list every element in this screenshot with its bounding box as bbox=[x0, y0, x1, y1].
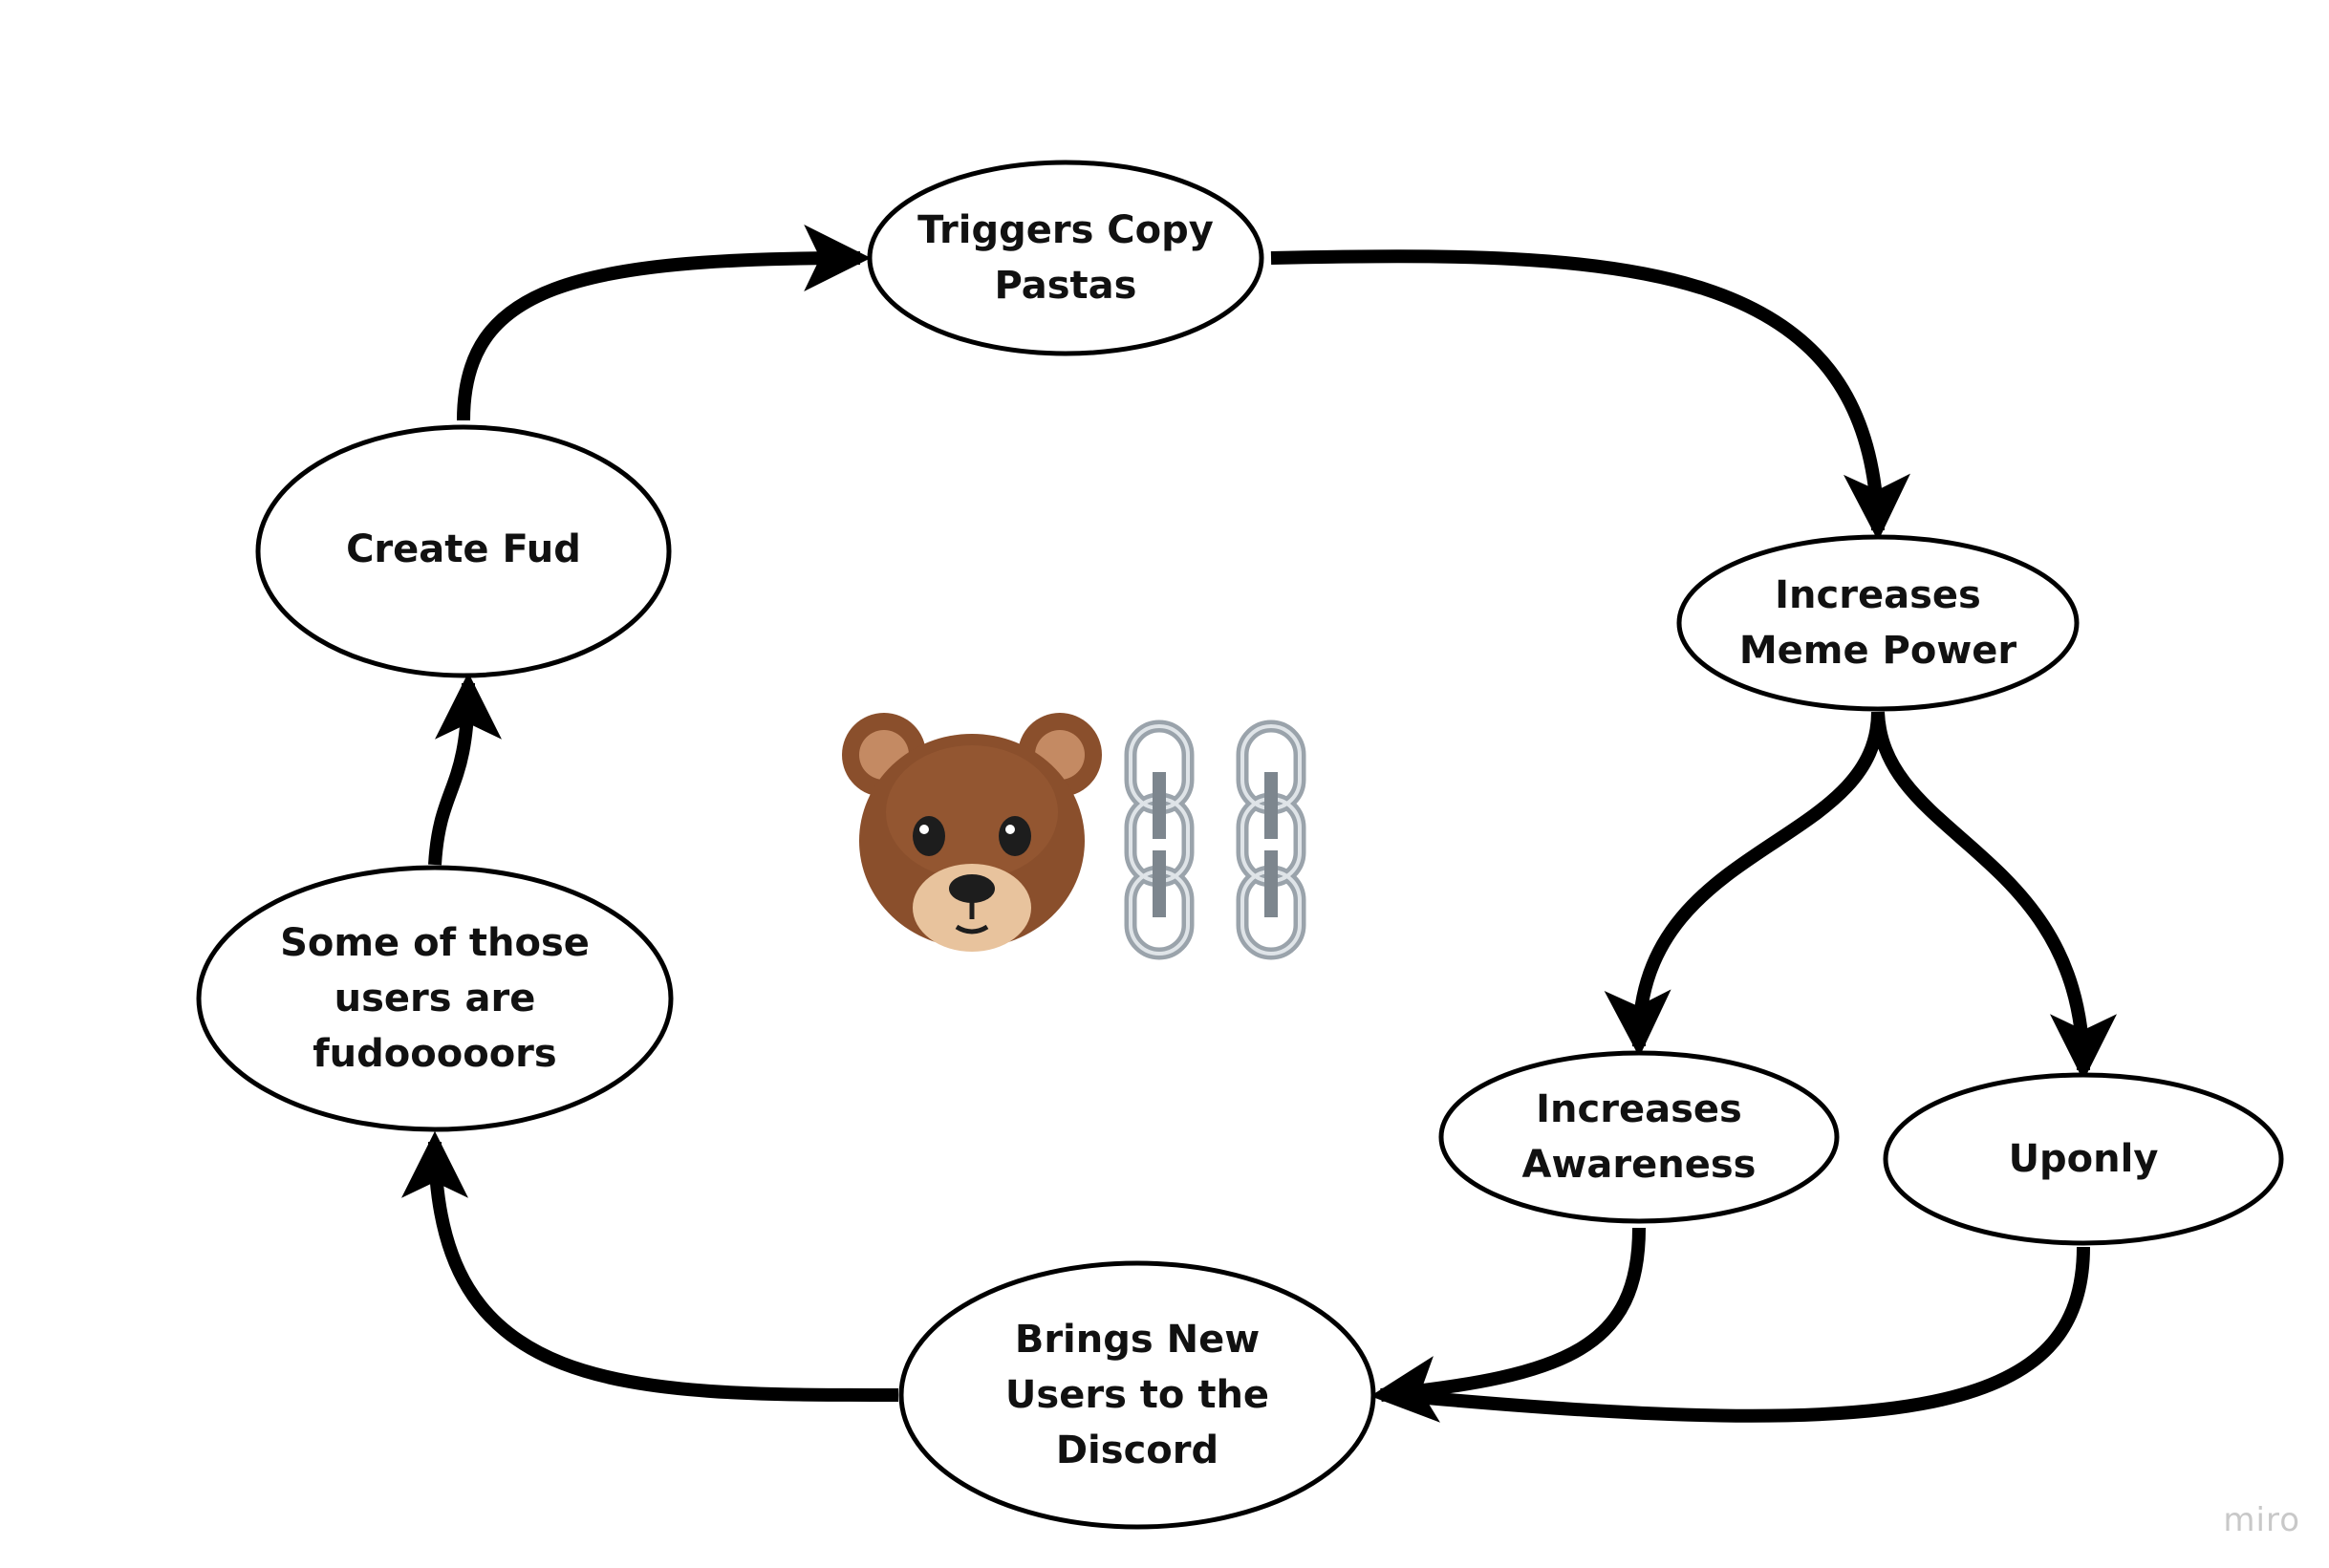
node-new-users-shape bbox=[898, 1260, 1376, 1530]
node-uponly-label: Uponly bbox=[2008, 1137, 2159, 1181]
edge-new-users-to-fudooooors bbox=[401, 1130, 899, 1402]
node-fudooooors-label: Some of those users are fudooooors bbox=[280, 921, 590, 1076]
node-meme-power-label: Increases Meme Power bbox=[1738, 573, 2017, 673]
node-awareness-shape bbox=[1438, 1050, 1840, 1224]
node-fudooooors-shape bbox=[196, 865, 674, 1132]
edge-uponly-to-new-users bbox=[1394, 1246, 2090, 1423]
bear-face-icon bbox=[842, 713, 1102, 952]
node-triggers-shape bbox=[867, 160, 1264, 356]
node-awareness-label: Increases Awareness bbox=[1521, 1087, 1757, 1187]
chain-icon bbox=[1236, 720, 1306, 960]
node-create-fud-shape bbox=[255, 424, 672, 678]
miro-watermark: miro bbox=[2223, 1501, 2300, 1539]
node-create-fud-label: Create Fud bbox=[346, 527, 581, 571]
edge-awareness-to-new-users bbox=[1369, 1227, 1646, 1423]
chain-icon bbox=[1124, 720, 1195, 960]
node-triggers-label: Triggers Copy Pastas bbox=[917, 208, 1214, 308]
node-uponly-shape bbox=[1883, 1072, 2284, 1246]
edge-meme-power-to-awareness bbox=[1604, 711, 1885, 1058]
edge-create-fud-to-triggers bbox=[457, 225, 872, 421]
node-new-users-label: Brings New Users to the Discord bbox=[1004, 1318, 1270, 1472]
edge-fudooooors-to-create-fud bbox=[428, 672, 502, 866]
node-meme-power-shape bbox=[1676, 534, 2080, 712]
edge-triggers-to-meme-power bbox=[1270, 249, 1910, 542]
edge-meme-power-to-uponly bbox=[1871, 711, 2117, 1082]
